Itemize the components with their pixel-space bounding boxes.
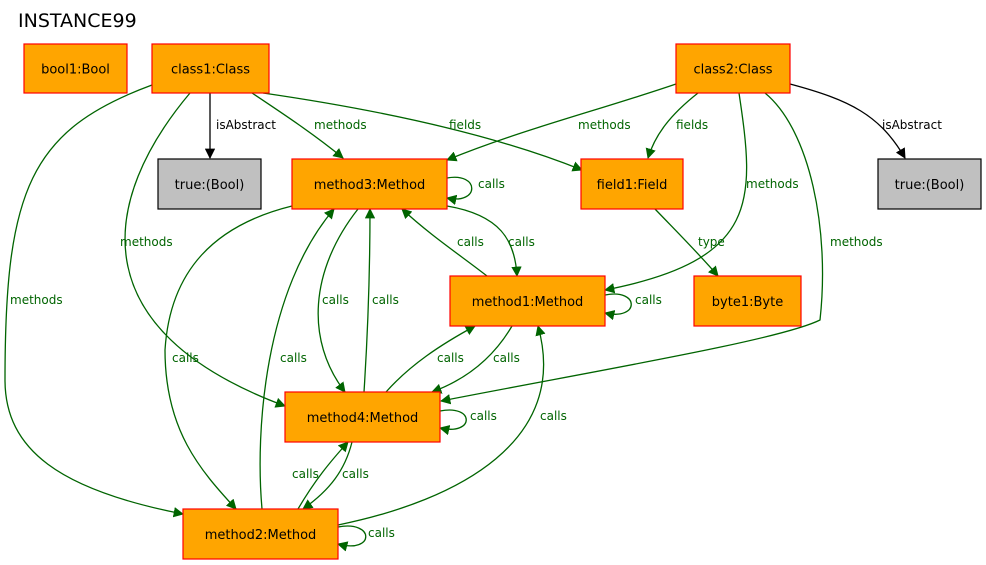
edge-label-calls: calls — [372, 293, 399, 307]
edge-label-methods: methods — [314, 118, 367, 132]
node-method4: method4:Method — [284, 391, 441, 443]
diagram-title: INSTANCE99 — [18, 10, 137, 32]
edge-label-calls: calls — [493, 351, 520, 365]
node-box-bool1 — [23, 43, 128, 94]
edge-label-calls: calls — [437, 351, 464, 365]
edge-method4-to-method3 — [363, 207, 376, 393]
node-bool1: bool1:Bool — [23, 43, 128, 94]
edge-class2-to-method1 — [603, 92, 748, 294]
edge-label-methods: methods — [830, 235, 883, 249]
node-method3: method3:Method — [291, 158, 448, 210]
node-box-method4 — [284, 391, 441, 443]
node-method2: method2:Method — [182, 508, 339, 560]
edge-field1-to-byte1 — [654, 208, 719, 277]
edge-method1-to-method1 — [603, 293, 632, 321]
edge-class2-to-method3 — [446, 83, 677, 162]
edge-method3-to-method4 — [317, 208, 359, 393]
edge-method1-to-method3 — [401, 208, 488, 277]
node-box-method1 — [449, 275, 606, 327]
node-label-method3: method3:Method — [314, 178, 426, 193]
node-method1: method1:Method — [449, 275, 606, 327]
edge-label-methods: methods — [10, 293, 63, 307]
edge-method4-to-method4 — [438, 409, 467, 436]
edge-method2-to-method1 — [337, 324, 546, 526]
edge-class1-to-method4 — [124, 92, 286, 408]
node-box-method3 — [291, 158, 448, 210]
edge-label-calls: calls — [540, 409, 567, 423]
node-label-byte1: byte1:Byte — [712, 295, 783, 310]
node-label-method1: method1:Method — [472, 295, 584, 310]
edge-label-calls: calls — [172, 351, 199, 365]
edge-method2-to-method2 — [336, 525, 367, 552]
node-box-byte1 — [693, 275, 802, 327]
edge-class2-to-method4 — [439, 92, 824, 405]
node-box-field1 — [580, 158, 684, 210]
edge-class2-to-true2 — [789, 83, 906, 159]
node-box-true1 — [157, 158, 262, 210]
edge-label-methods: methods — [578, 118, 631, 132]
node-label-true2: true:(Bool) — [895, 178, 965, 193]
edge-method4-to-method1 — [385, 325, 476, 393]
node-field1: field1:Field — [580, 158, 684, 210]
nodes-layer: bool1:Bool class1:Class class2:Class true:(… — [23, 43, 982, 560]
node-label-true1: true:(Bool) — [175, 178, 245, 193]
edge-label-calls: calls — [292, 467, 319, 481]
edge-label-type: type — [698, 235, 725, 249]
edge-method3-to-method1 — [446, 205, 522, 278]
node-label-class2: class2:Class — [693, 63, 772, 78]
edge-label-fields: fields — [449, 118, 481, 132]
node-class1: class1:Class — [151, 43, 270, 94]
edge-label-calls: calls — [470, 409, 497, 423]
edge-label-methods: methods — [746, 177, 799, 191]
edge-class1-to-method2 — [4, 84, 185, 518]
edge-label-calls: calls — [342, 467, 369, 481]
edge-class2-to-field1 — [645, 92, 699, 159]
edge-method3-to-method2 — [164, 205, 293, 510]
node-class2: class2:Class — [675, 43, 791, 94]
edge-label-isAbstract: isAbstract — [882, 118, 942, 132]
node-box-method2 — [182, 508, 339, 560]
node-true2: true:(Bool) — [877, 158, 982, 210]
edge-label-calls: calls — [635, 293, 662, 307]
edge-class1-to-field1 — [262, 92, 583, 172]
edge-class1-to-method3 — [251, 92, 344, 159]
node-label-field1: field1:Field — [597, 178, 668, 193]
node-label-bool1: bool1:Bool — [41, 63, 110, 78]
edge-method1-to-method4 — [431, 325, 513, 394]
node-box-class1 — [151, 43, 270, 94]
node-box-class2 — [675, 43, 791, 94]
node-label-method2: method2:Method — [205, 528, 317, 543]
edges-layer: isAbstract methods fields methods methods met… — [4, 83, 942, 552]
edge-method4-to-method2 — [302, 441, 353, 510]
edge-label-calls: calls — [322, 293, 349, 307]
edge-label-methods: methods — [120, 235, 173, 249]
edge-label-fields: fields — [676, 118, 708, 132]
edge-method2-to-method3 — [259, 208, 335, 510]
node-box-true2 — [877, 158, 982, 210]
edge-label-isAbstract: isAbstract — [216, 118, 276, 132]
node-label-method4: method4:Method — [307, 411, 419, 426]
node-label-class1: class1:Class — [171, 63, 250, 78]
edge-label-calls: calls — [508, 235, 535, 249]
edge-label-calls: calls — [457, 235, 484, 249]
node-true1: true:(Bool) — [157, 158, 262, 210]
edge-label-calls: calls — [368, 526, 395, 540]
edge-label-calls: calls — [478, 177, 505, 191]
node-byte1: byte1:Byte — [693, 275, 802, 327]
edge-method3-to-method3 — [445, 176, 473, 206]
edge-label-calls: calls — [280, 351, 307, 365]
